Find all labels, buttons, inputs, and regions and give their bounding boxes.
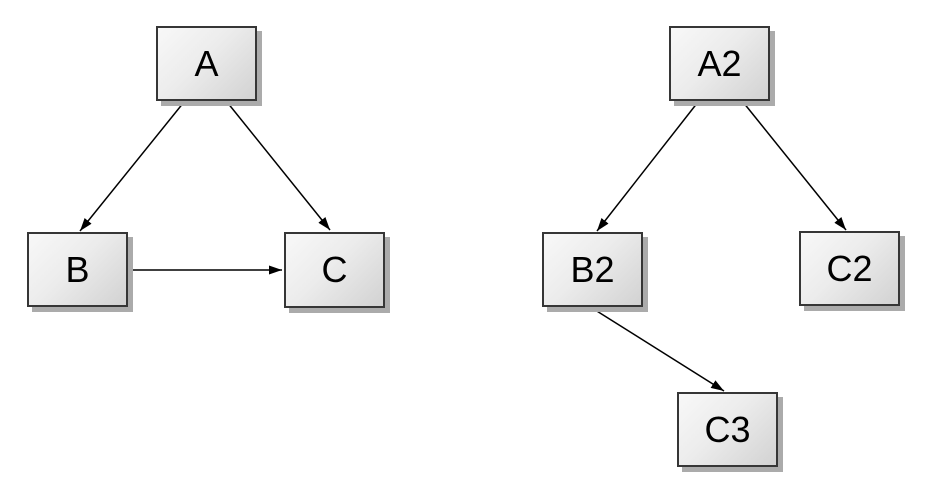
node-C3-label: C3 xyxy=(704,408,751,450)
node-A2: A2 xyxy=(669,26,770,101)
node-C2: C2 xyxy=(799,231,900,306)
node-C2-label: C2 xyxy=(826,247,873,289)
node-A2-label: A2 xyxy=(697,42,742,84)
node-B: B xyxy=(27,232,128,307)
node-A-label: A xyxy=(194,42,219,84)
node-C3: C3 xyxy=(677,392,778,467)
node-A: A xyxy=(156,26,257,101)
edge-A2-C2 xyxy=(742,101,847,231)
node-B2-label: B2 xyxy=(570,248,615,290)
edge-A2-B2 xyxy=(596,101,699,232)
node-B-label: B xyxy=(65,248,90,290)
node-C: C xyxy=(284,232,385,308)
left-graph-edges xyxy=(79,101,331,275)
edge-A-B xyxy=(79,101,185,232)
edge-A-C xyxy=(226,101,331,231)
node-C-label: C xyxy=(321,249,348,290)
node-B2: B2 xyxy=(542,232,643,307)
edge-B2-C3 xyxy=(591,307,725,392)
right-graph-edges xyxy=(591,101,847,392)
